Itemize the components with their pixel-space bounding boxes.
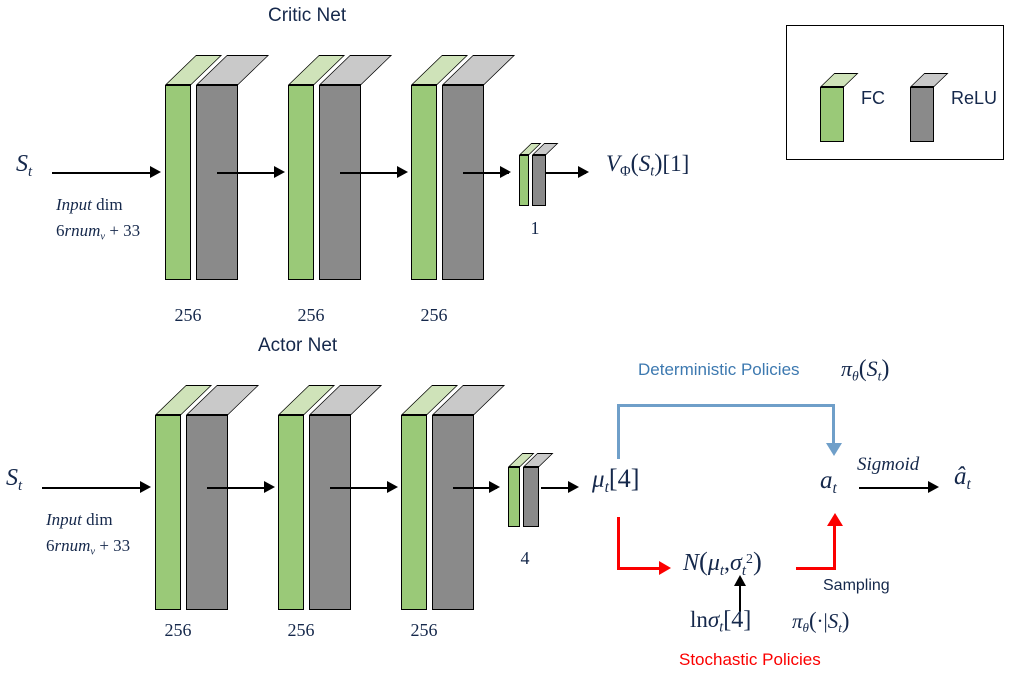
actor-arrow-3-line <box>453 487 497 489</box>
deterministic-path-horizontal <box>617 404 835 407</box>
actor-input-arrowhead <box>140 481 151 493</box>
actor-arrow-3-arrowhead <box>489 481 500 493</box>
critic-net-title: Critic Net <box>268 5 347 26</box>
deterministic-path-left-vertical <box>617 404 620 459</box>
critic-output-arrowhead <box>578 166 589 178</box>
actor-layer-2-dim: 256 <box>287 620 315 640</box>
stochastic-path-normal-arrowhead <box>659 561 671 575</box>
stochastic-path-to-sampling <box>796 567 836 570</box>
critic-output-dim: 1 <box>530 218 540 238</box>
actor-layer-3-dim: 256 <box>410 620 438 640</box>
critic-arrow-3-arrowhead <box>500 166 511 178</box>
deterministic-policies-label: Deterministic Policies <box>638 360 800 379</box>
critic-arrow-2-arrowhead <box>397 166 408 178</box>
sampling-label: Sampling <box>823 577 890 594</box>
critic-layer-3-dim: 256 <box>420 305 448 325</box>
log-sigma-arrow-line <box>739 585 741 612</box>
stochastic-policies-label: Stochastic Policies <box>679 650 821 669</box>
actor-output-arrow-line <box>541 487 573 489</box>
deterministic-pi-expression: πθ(St) <box>841 356 890 384</box>
stochastic-path-arrowhead <box>827 513 843 526</box>
critic-arrow-3-line <box>463 172 509 174</box>
critic-input-symbol: St <box>16 151 33 180</box>
actor-layer-1-dim: 256 <box>164 620 192 640</box>
sigmoid-arrowhead <box>928 481 939 493</box>
actor-mu-expression: μt[4] <box>592 464 640 496</box>
sigmoid-arrow-line <box>859 487 931 489</box>
deterministic-path-right-vertical <box>832 404 835 445</box>
actor-arrow-1-line <box>207 487 267 489</box>
stochastic-path-left-vertical <box>617 517 620 570</box>
critic-input-dim-caption: Input dim 6rnumv + 33 <box>56 195 141 243</box>
critic-value-expression: VΦ(St)[1] <box>606 150 690 180</box>
critic-output-arrow-line <box>546 172 586 174</box>
log-sigma-expression: lnσt[4] <box>690 606 752 636</box>
actor-output-arrowhead <box>568 481 579 493</box>
actor-net-title: Actor Net <box>258 335 338 356</box>
sigmoid-label: Sigmoid <box>857 454 920 475</box>
actor-input-arrow-line <box>42 487 142 489</box>
actor-input-symbol: St <box>6 465 23 494</box>
critic-layer-2-dim: 256 <box>297 305 325 325</box>
deterministic-path-arrowhead <box>826 443 842 456</box>
log-sigma-arrowhead <box>734 575 746 586</box>
critic-layer-1-dim: 256 <box>174 305 202 325</box>
critic-input-arrowhead <box>150 166 161 178</box>
legend-fc-label: FC <box>861 88 885 108</box>
actor-action-hat-symbol: ât <box>954 463 971 493</box>
actor-output-dim: 4 <box>520 548 530 568</box>
critic-arrow-1-line <box>217 172 277 174</box>
actor-input-dim-caption: Input dim 6rnumv + 33 <box>46 510 131 558</box>
legend-relu-label: ReLU <box>951 88 998 108</box>
actor-arrow-2-arrowhead <box>387 481 398 493</box>
critic-arrow-1-arrowhead <box>274 166 285 178</box>
actor-action-symbol: at <box>820 467 837 497</box>
stochastic-pi-expression: πθ(·|St) <box>792 608 850 636</box>
actor-arrow-2-line <box>330 487 390 489</box>
stochastic-path-right-vertical <box>833 525 836 570</box>
normal-distribution-expression: N(μt,σt2) <box>683 546 762 579</box>
stochastic-path-to-normal <box>617 567 661 570</box>
actor-arrow-1-arrowhead <box>264 481 275 493</box>
critic-input-arrow-line <box>52 172 152 174</box>
critic-arrow-2-line <box>340 172 400 174</box>
